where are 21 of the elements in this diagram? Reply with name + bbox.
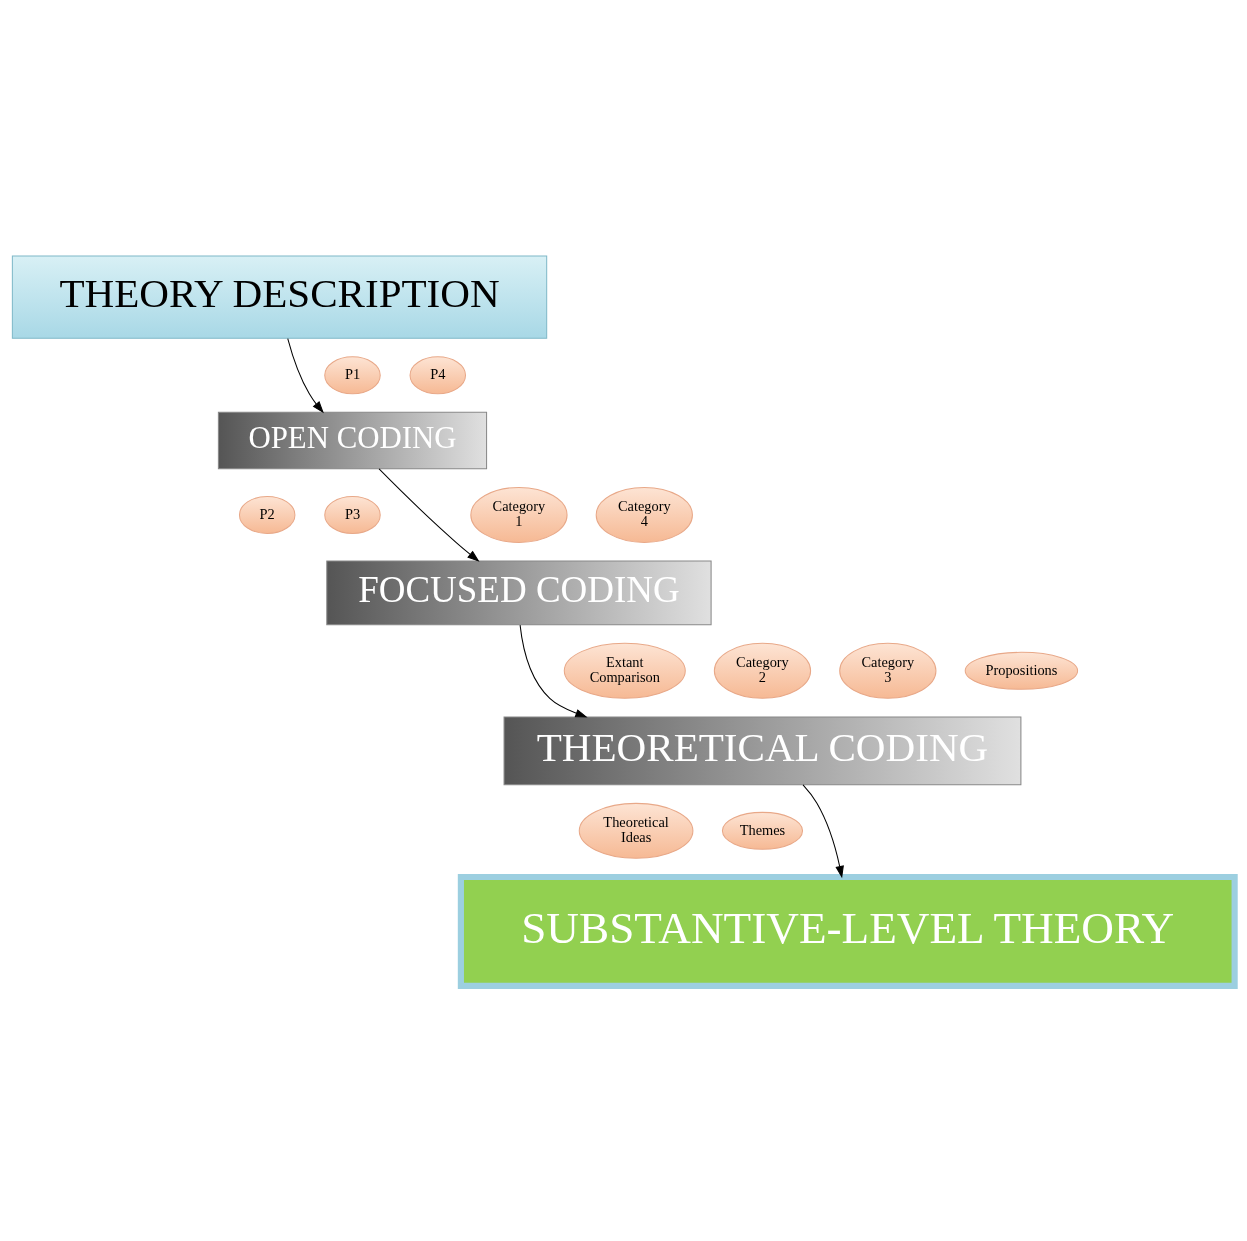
- node-ellipse: P1: [324, 355, 381, 394]
- node-ellipse: Category 2: [713, 642, 812, 699]
- node-ellipse: Propositions: [964, 651, 1079, 690]
- node-ellipse: Extant Comparison: [563, 642, 686, 699]
- node-ellipse: Themes: [721, 811, 804, 850]
- node-ellipse: P3: [324, 495, 381, 534]
- node-box: SUBSTANTIVE-LEVEL THEORY: [457, 873, 1238, 989]
- node-box: OPEN CODING: [217, 411, 488, 469]
- node-ellipse: P2: [238, 495, 296, 534]
- node-ellipse: Category 4: [595, 486, 693, 543]
- arrow: [287, 337, 324, 413]
- node-ellipse: Theoretical Ideas: [578, 802, 694, 859]
- node-ellipse: P4: [409, 355, 467, 394]
- arrow: [519, 624, 588, 717]
- node-box: THEORETICAL CODING: [503, 715, 1022, 785]
- node-ellipse: Category 3: [839, 642, 937, 699]
- node-box: THEORY DESCRIPTION: [11, 255, 548, 339]
- node-ellipse: Category 1: [470, 486, 568, 543]
- arrow: [802, 783, 844, 878]
- arrow: [378, 467, 480, 562]
- node-box: FOCUSED CODING: [326, 560, 712, 625]
